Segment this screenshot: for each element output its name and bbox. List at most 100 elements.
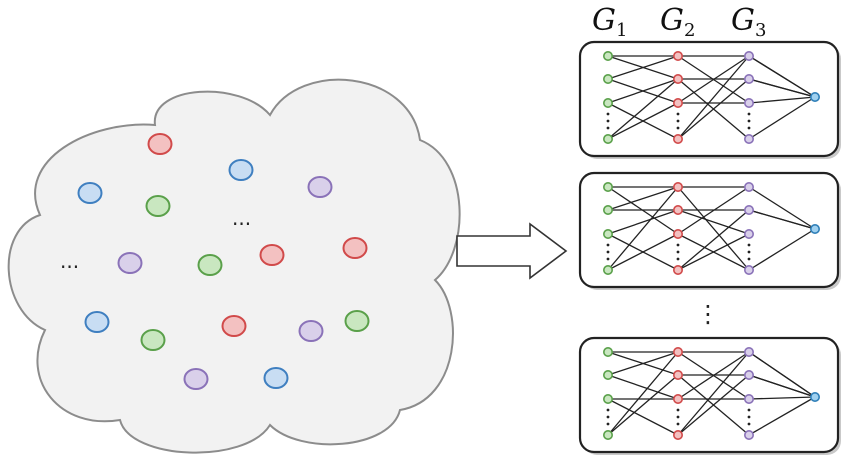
edge <box>607 186 679 211</box>
cloud-node-purple <box>307 176 333 198</box>
graph-pool-cloud <box>7 78 461 454</box>
edge <box>607 374 679 436</box>
edge <box>677 351 750 436</box>
layer-node-purple <box>743 74 754 85</box>
vertical-ellipsis-dot <box>676 250 680 254</box>
layer-node-green <box>602 229 613 240</box>
edge <box>607 78 679 104</box>
edge <box>748 78 816 98</box>
vertical-ellipsis-dot <box>676 422 680 426</box>
layer-node-purple <box>743 134 754 145</box>
edge <box>748 396 816 436</box>
cloud-node-blue <box>263 367 289 389</box>
cloud-node-green <box>145 195 171 217</box>
layer-node-red <box>672 50 683 61</box>
edge <box>748 186 816 230</box>
vertical-ellipsis-dot <box>676 415 680 419</box>
edge <box>607 186 679 271</box>
edge <box>677 186 750 271</box>
transform-arrow <box>456 222 568 280</box>
vertical-ellipsis-dot <box>606 422 610 426</box>
edge <box>607 55 679 80</box>
layer-node-red <box>672 134 683 145</box>
edge <box>748 351 816 398</box>
edge <box>748 96 816 104</box>
layer-node-red <box>672 393 683 404</box>
edge <box>607 233 679 271</box>
layer-node-green <box>602 429 613 440</box>
layer-node-red <box>672 369 683 380</box>
cloud-node-red <box>147 133 173 155</box>
edge <box>677 351 750 400</box>
vertical-ellipsis-dot <box>747 422 751 426</box>
vertical-ellipsis-dot <box>606 126 610 130</box>
cloud-node-blue <box>77 182 103 204</box>
layer-node-red <box>672 205 683 216</box>
layer-node-purple <box>743 346 754 357</box>
layer-node-green <box>602 134 613 145</box>
layer-node-green <box>602 98 613 109</box>
cloud-node-blue <box>84 311 110 333</box>
cloud-node-purple <box>183 368 209 390</box>
edge <box>748 96 816 140</box>
cloud-nodes <box>77 133 370 390</box>
vertical-ellipsis-dot <box>747 408 751 412</box>
vertical-ellipsis-dot <box>606 112 610 116</box>
layer-node-red <box>672 98 683 109</box>
vertical-ellipsis-dot <box>606 408 610 412</box>
edge <box>748 209 816 230</box>
vertical-ellipsis-dot <box>606 415 610 419</box>
vertical-ellipsis-dot <box>676 126 680 130</box>
vertical-ellipsis-dot <box>747 119 751 123</box>
edge <box>607 398 679 436</box>
edge <box>748 55 816 98</box>
edge <box>607 351 679 376</box>
network-panel <box>578 171 841 290</box>
vertical-ellipsis-dot <box>606 250 610 254</box>
layer-node-green <box>602 346 613 357</box>
network-panels <box>578 40 841 455</box>
layer-node-purple <box>743 429 754 440</box>
edge <box>748 228 816 271</box>
vertical-ellipsis-dot <box>606 257 610 261</box>
label-g3: G3 <box>731 3 766 41</box>
layer-node-green <box>602 182 613 193</box>
edge <box>607 102 679 140</box>
edge <box>748 374 816 398</box>
cloud-node-red <box>221 315 247 337</box>
panel-frame <box>578 171 840 289</box>
cloud-node-purple <box>117 252 143 274</box>
vertical-ellipsis-dot <box>676 243 680 247</box>
output-node <box>809 224 820 235</box>
layer-node-green <box>602 369 613 380</box>
layer-node-purple <box>743 98 754 109</box>
cloud-node-blue <box>228 159 254 181</box>
edge <box>677 78 750 140</box>
layer-node-purple <box>743 393 754 404</box>
layer-node-purple <box>743 205 754 216</box>
cloud-node-purple <box>298 320 324 342</box>
network-panel <box>578 40 841 159</box>
layer-node-purple <box>743 264 754 275</box>
edge <box>677 186 750 235</box>
layer-node-purple <box>743 182 754 193</box>
vertical-ellipsis-dot <box>606 243 610 247</box>
edge <box>677 374 750 436</box>
network-panel <box>578 336 841 455</box>
panels-ellipsis: ⋮ <box>696 300 720 328</box>
edge <box>607 374 679 400</box>
vertical-ellipsis-dot <box>747 126 751 130</box>
edge <box>607 209 679 235</box>
layer-node-red <box>672 264 683 275</box>
vertical-ellipsis-dot <box>606 119 610 123</box>
cloud-ellipsis-left: ... <box>60 249 79 273</box>
layer-node-green <box>602 393 613 404</box>
vertical-ellipsis-dot <box>676 257 680 261</box>
layer-node-green <box>602 74 613 85</box>
panel-frame <box>578 336 840 454</box>
cloud-node-red <box>259 244 285 266</box>
layer-node-red <box>672 182 683 193</box>
layer-node-purple <box>743 369 754 380</box>
edge <box>677 55 750 104</box>
output-node <box>809 391 820 402</box>
